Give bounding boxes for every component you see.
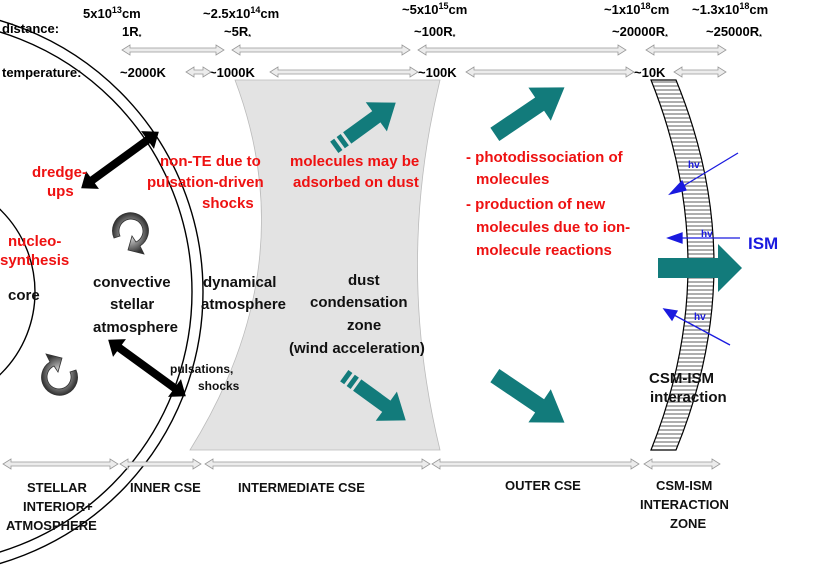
temperature-value-4: ~10K (634, 65, 666, 80)
svg-text:condensation: condensation (310, 294, 408, 311)
svg-text:~5x1015cm: ~5x1015cm (402, 1, 467, 17)
zone-label-intermediate: INTERMEDIATE CSE (238, 480, 365, 495)
zone-label-stellar: STELLAR INTERIOR+ ATMOSPHERE (6, 480, 97, 533)
temperature-value-1: ~2000K (120, 65, 167, 80)
pulsations-shocks-label: pulsations, shocks (170, 362, 240, 393)
svg-text:stellar: stellar (110, 296, 154, 313)
convective-atmosphere-label: convective stellar atmosphere (93, 274, 178, 336)
svg-text:- production of new: - production of new (466, 196, 605, 213)
svg-text:nucleo-: nucleo- (8, 233, 61, 250)
zone-label-interaction: CSM-ISM INTERACTION ZONE (640, 478, 729, 531)
teal-arrow-dust-lower (340, 370, 406, 421)
distance-row-label: distance: (2, 21, 59, 36)
dust-condensation-zone (189, 79, 441, 451)
convection-swirl-icon (112, 212, 149, 255)
ism-label: ISM (748, 234, 778, 253)
teal-arrow-ism (658, 244, 742, 292)
svg-text:molecules: molecules (476, 171, 549, 188)
dredge-ups-label: dredge- ups (32, 164, 87, 200)
svg-text:INTERACTION: INTERACTION (640, 497, 729, 512)
svg-text:shocks: shocks (202, 195, 254, 212)
star-structure (0, 19, 204, 565)
black-arrow-upper (81, 131, 159, 189)
svg-text:ZONE: ZONE (670, 516, 706, 531)
black-arrow-lower (108, 339, 186, 397)
svg-text:CSM-ISM: CSM-ISM (649, 370, 714, 387)
svg-text:molecules may be: molecules may be (290, 153, 419, 170)
svg-text:1R*: 1R* (122, 24, 142, 41)
csm-ism-interaction-band (650, 79, 715, 451)
teal-arrow-outer-upper (490, 87, 565, 142)
svg-text:zone: zone (347, 317, 381, 334)
non-te-label: non-TE due to pulsation-driven shocks (147, 153, 264, 212)
temperature-value-3: ~100K (418, 65, 457, 80)
csm-ism-interaction-label: CSM-ISM interaction (649, 370, 727, 406)
svg-text:~1x1018cm: ~1x1018cm (604, 1, 669, 17)
distance-value-4: ~1x1018cm ~20000R* (604, 1, 669, 41)
outer-cse-processes-label: - photodissociation of molecules - produ… (466, 149, 630, 259)
svg-text:molecules due to ion-: molecules due to ion- (476, 219, 630, 236)
hv-photon-arrows (662, 152, 740, 346)
svg-text:ups: ups (47, 183, 74, 200)
svg-text:non-TE due to: non-TE due to (160, 153, 261, 170)
dust-condensation-label: dust condensation zone (wind acceleratio… (289, 272, 425, 357)
temperature-row-label: temperature: (2, 65, 81, 80)
svg-text:convective: convective (93, 274, 171, 291)
zone-scale-arrows (2, 458, 721, 470)
hv-label-middle: hv (701, 229, 713, 240)
svg-text:atmosphere: atmosphere (201, 296, 286, 313)
svg-text:STELLAR: STELLAR (27, 480, 88, 495)
svg-text:5x1013cm: 5x1013cm (83, 5, 141, 21)
svg-text:interaction: interaction (650, 389, 727, 406)
svg-text:dust: dust (348, 272, 380, 289)
svg-text:pulsations,: pulsations, (170, 362, 233, 376)
svg-text:molecule reactions: molecule reactions (476, 242, 612, 259)
teal-arrow-dust-upper (330, 102, 396, 153)
molecules-adsorbed-label: molecules may be adsorbed on dust (290, 153, 419, 191)
convection-swirl-icon (41, 353, 78, 396)
svg-text:shocks: shocks (198, 379, 240, 393)
distance-value-5: ~1.3x1018cm ~25000R* (692, 1, 768, 41)
svg-text:adsorbed on dust: adsorbed on dust (293, 174, 419, 191)
distance-scale-arrows (121, 44, 727, 56)
distance-value-3: ~5x1015cm ~100R* (402, 1, 467, 41)
temperature-scale-arrows (185, 66, 727, 78)
svg-text:~5R*: ~5R* (224, 24, 251, 41)
svg-text:dredge-: dredge- (32, 164, 87, 181)
svg-text:~2.5x1014cm: ~2.5x1014cm (203, 5, 279, 21)
dynamical-atmosphere-label: dynamical atmosphere (201, 274, 286, 313)
temperature-value-2: ~1000K (209, 65, 256, 80)
svg-text:~100R*: ~100R* (414, 24, 456, 41)
distance-value-2: ~2.5x1014cm ~5R* (203, 5, 279, 41)
svg-text:~25000R*: ~25000R* (706, 24, 762, 41)
svg-text:dynamical: dynamical (203, 274, 276, 291)
zone-label-outer: OUTER CSE (505, 478, 581, 493)
svg-text:atmosphere: atmosphere (93, 319, 178, 336)
distance-value-1: 5x1013cm 1R* (83, 5, 142, 41)
core-label: core (8, 287, 40, 304)
svg-text:ATMOSPHERE: ATMOSPHERE (6, 518, 97, 533)
svg-text:(wind acceleration): (wind acceleration) (289, 340, 425, 357)
svg-text:~20000R*: ~20000R* (612, 24, 668, 41)
zone-label-inner: INNER CSE (130, 480, 201, 495)
teal-arrow-outer-lower (490, 368, 565, 423)
svg-text:CSM-ISM: CSM-ISM (656, 478, 712, 493)
svg-text:- photodissociation of: - photodissociation of (466, 149, 624, 166)
svg-text:~1.3x1018cm: ~1.3x1018cm (692, 1, 768, 17)
svg-text:INTERIOR+: INTERIOR+ (23, 499, 93, 514)
hv-label-upper: hv (688, 160, 700, 171)
svg-text:synthesis: synthesis (0, 252, 69, 269)
svg-text:pulsation-driven: pulsation-driven (147, 174, 264, 191)
nucleosynthesis-label: nucleo- synthesis (0, 233, 69, 269)
hv-label-lower: hv (694, 312, 706, 323)
